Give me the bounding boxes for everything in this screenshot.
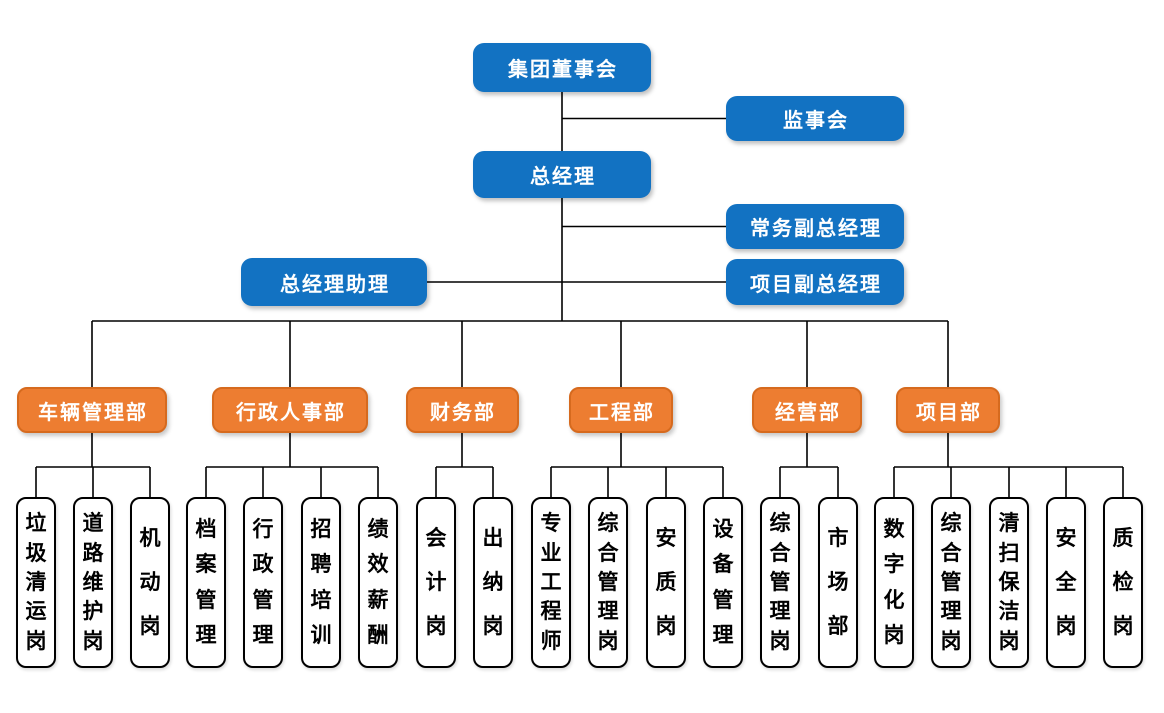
dept-finance: 财务部 bbox=[405, 387, 519, 433]
dept-operations: 经营部 bbox=[752, 387, 862, 433]
position-label: 专业工程师 bbox=[540, 512, 562, 653]
position-label: 综合管理岗 bbox=[597, 512, 619, 653]
position-label: 设备管理 bbox=[712, 518, 734, 647]
position-box-1-3: 绩效薪酬 bbox=[358, 497, 398, 668]
position-box-5-1: 综合管理岗 bbox=[931, 497, 971, 668]
position-box-4-0: 综合管理岗 bbox=[760, 497, 800, 668]
position-box-5-3: 安全岗 bbox=[1046, 497, 1086, 668]
position-label: 市场部 bbox=[827, 527, 849, 638]
position-label: 绩效薪酬 bbox=[367, 518, 389, 647]
position-label: 机动岗 bbox=[139, 527, 161, 638]
position-box-5-2: 清扫保洁岗 bbox=[989, 497, 1029, 668]
position-label: 道路维护岗 bbox=[82, 512, 104, 653]
position-label: 垃圾清运岗 bbox=[25, 512, 47, 653]
position-box-3-3: 设备管理 bbox=[703, 497, 743, 668]
position-label: 安质岗 bbox=[655, 527, 677, 638]
board-of-directors-box: 集团董事会 bbox=[473, 43, 651, 92]
gm-assistant-box: 总经理助理 bbox=[241, 258, 427, 306]
position-box-1-1: 行政管理 bbox=[243, 497, 283, 668]
project-deputy-gm-box: 项目副总经理 bbox=[726, 259, 904, 305]
position-label: 档案管理 bbox=[195, 518, 217, 647]
dept-project: 项目部 bbox=[896, 387, 1000, 433]
position-box-1-0: 档案管理 bbox=[186, 497, 226, 668]
dept-vehicle-management: 车辆管理部 bbox=[17, 387, 167, 433]
supervisory-board-box: 监事会 bbox=[726, 96, 904, 141]
position-label: 综合管理岗 bbox=[940, 512, 962, 653]
position-box-4-1: 市场部 bbox=[818, 497, 858, 668]
position-label: 安全岗 bbox=[1055, 527, 1077, 638]
position-box-2-1: 出纳岗 bbox=[473, 497, 513, 668]
position-box-3-2: 安质岗 bbox=[646, 497, 686, 668]
dept-engineering: 工程部 bbox=[569, 387, 673, 433]
position-box-5-0: 数字化岗 bbox=[874, 497, 914, 668]
position-label: 出纳岗 bbox=[482, 527, 504, 638]
position-label: 质检岗 bbox=[1112, 527, 1134, 638]
dept-admin-hr: 行政人事部 bbox=[212, 387, 368, 433]
position-label: 清扫保洁岗 bbox=[998, 512, 1020, 653]
position-label: 招聘培训 bbox=[310, 518, 332, 647]
executive-deputy-gm-box: 常务副总经理 bbox=[726, 204, 904, 249]
position-label: 会计岗 bbox=[425, 527, 447, 638]
position-box-0-2: 机动岗 bbox=[130, 497, 170, 668]
position-label: 数字化岗 bbox=[883, 518, 905, 647]
position-box-1-2: 招聘培训 bbox=[301, 497, 341, 668]
position-box-3-1: 综合管理岗 bbox=[588, 497, 628, 668]
general-manager-box: 总经理 bbox=[473, 151, 651, 198]
position-label: 综合管理岗 bbox=[769, 512, 791, 653]
position-box-0-0: 垃圾清运岗 bbox=[16, 497, 56, 668]
position-box-0-1: 道路维护岗 bbox=[73, 497, 113, 668]
position-box-3-0: 专业工程师 bbox=[531, 497, 571, 668]
position-box-2-0: 会计岗 bbox=[416, 497, 456, 668]
position-label: 行政管理 bbox=[252, 518, 274, 647]
position-box-5-4: 质检岗 bbox=[1103, 497, 1143, 668]
